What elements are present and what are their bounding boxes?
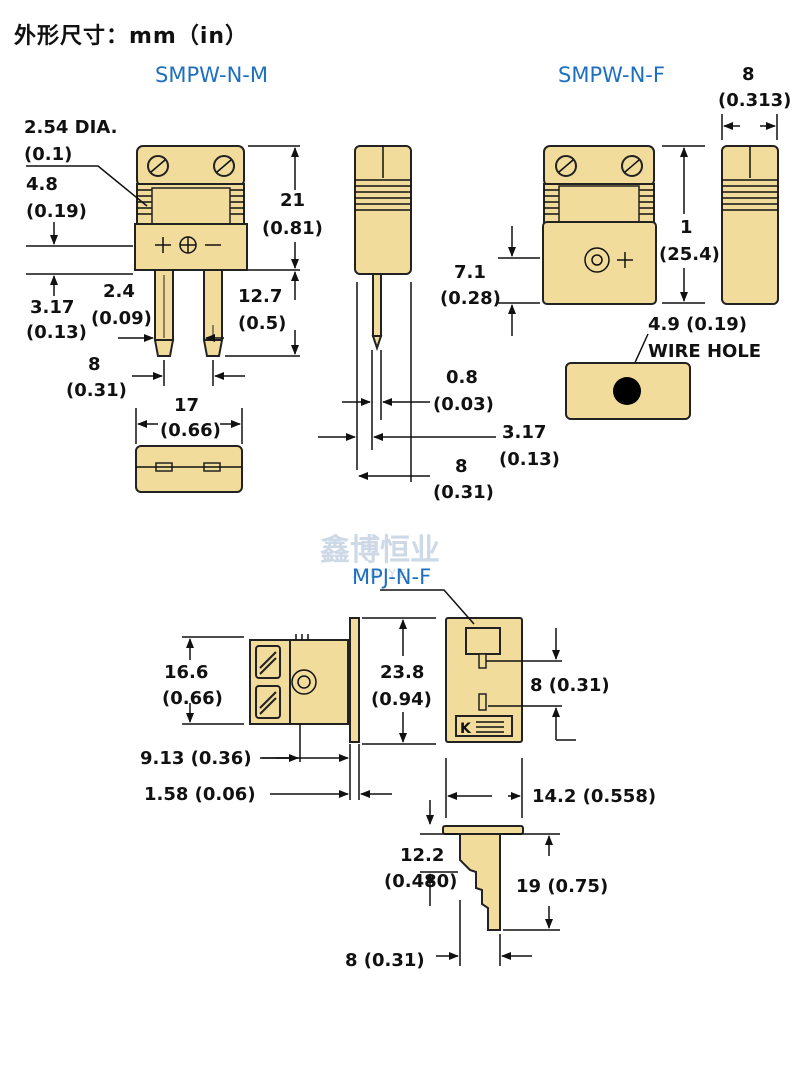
- smpw-n-f-front-view: [542, 145, 657, 305]
- dim-23-8: 23.8: [380, 662, 424, 683]
- smpw-n-f-side-view: [721, 145, 779, 305]
- watermark-en: XIN YE: [352, 567, 409, 581]
- dim-19: 19 (0.75): [516, 876, 608, 897]
- smpw-n-m-front-view: [134, 145, 248, 357]
- dim-8-f: 8: [742, 64, 755, 85]
- dim-8-side-in: (0.31): [433, 482, 494, 503]
- dim-2-4: 2.4: [103, 281, 135, 302]
- dim-8-f-in: (0.313): [718, 90, 791, 111]
- dim-2-54-dia-in: (0.1): [24, 144, 72, 165]
- dim-12-7: 12.7: [238, 286, 282, 307]
- model-label-smpw-n-f: SMPW-N-F: [558, 63, 665, 87]
- dim-1-58: 1.58 (0.06): [144, 784, 256, 805]
- watermark-cn: 鑫博恒业: [320, 533, 440, 568]
- dim-21: 21: [280, 190, 305, 211]
- dim-8-in: (0.31): [66, 380, 127, 401]
- smpw-n-m-dimensions: 2.54 DIA. (0.1) 4.8 (0.19) 3.17 (0.13) 2…: [24, 117, 323, 444]
- dim-3-17-in: (0.13): [26, 322, 87, 343]
- wire-hole-label: WIRE HOLE: [648, 341, 761, 362]
- dim-7-1: 7.1: [454, 262, 486, 283]
- dim-0-8: 0.8: [446, 367, 478, 388]
- mpj-n-f-bottom-view: 14.2 (0.558) 12.2 (0.480) 19 (0.75) 8 (0…: [345, 758, 656, 971]
- dim-1-in: (25.4): [659, 244, 720, 265]
- mpj-n-f-side-dimensions: 16.6 (0.66) 23.8 (0.94) 9.13 (0.36) 1.58…: [140, 617, 436, 805]
- dim-8-mpj: 8 (0.31): [530, 675, 610, 696]
- mpj-n-f-front-view: K: [380, 589, 523, 743]
- dim-12-2-in: (0.480): [384, 871, 457, 892]
- smpw-n-m-bottom-view: [135, 445, 243, 493]
- dim-3-17-side-in: (0.13): [499, 449, 560, 470]
- dim-14-2: 14.2 (0.558): [532, 786, 656, 807]
- dim-21-in: (0.81): [262, 218, 323, 239]
- dim-4-8-in: (0.19): [26, 201, 87, 222]
- dim-8-bottom: 8 (0.31): [345, 950, 425, 971]
- k-type-label: K: [460, 721, 472, 737]
- model-label-smpw-n-m: SMPW-N-M: [155, 63, 268, 87]
- dim-16-6: 16.6: [164, 662, 208, 683]
- dim-23-8-in: (0.94): [371, 689, 432, 710]
- dim-4-8: 4.8: [26, 174, 58, 195]
- dim-3-17: 3.17: [30, 297, 74, 318]
- dim-2-4-in: (0.09): [91, 308, 152, 329]
- dim-12-7-in: (0.5): [238, 313, 286, 334]
- dim-8: 8: [88, 354, 101, 375]
- smpw-n-m-side-view: [354, 145, 412, 352]
- dim-7-1-in: (0.28): [440, 288, 501, 309]
- mpj-n-f-front-dimensions: 8 (0.31): [486, 628, 610, 741]
- model-label-mpj-n-f: MPJ-N-F: [352, 565, 431, 589]
- mpj-n-f-side-view: [249, 617, 360, 743]
- dim-12-2: 12.2: [400, 845, 444, 866]
- dim-16-6-in: (0.66): [162, 688, 223, 709]
- dim-17-in: (0.66): [160, 420, 221, 441]
- dim-3-17-side: 3.17: [502, 422, 546, 443]
- dim-8-side: 8: [455, 456, 468, 477]
- smpw-n-f-dimensions: 7.1 (0.28) 1 (25.4) 8 (0.313): [440, 64, 791, 336]
- smpw-n-f-bottom-view: 4.9 (0.19) WIRE HOLE: [565, 314, 761, 420]
- dim-9-13: 9.13 (0.36): [140, 748, 252, 769]
- page-heading: 外形尺寸：mm（in）: [14, 24, 249, 49]
- dim-1: 1: [680, 217, 693, 238]
- dim-17: 17: [174, 395, 199, 416]
- smpw-n-m-side-dimensions: 0.8 (0.03) 3.17 (0.13) 8 (0.31): [318, 282, 560, 503]
- dim-0-8-in: (0.03): [433, 394, 494, 415]
- dim-2-54-dia: 2.54 DIA.: [24, 117, 117, 138]
- dim-4-9-wire-hole: 4.9 (0.19): [648, 314, 747, 335]
